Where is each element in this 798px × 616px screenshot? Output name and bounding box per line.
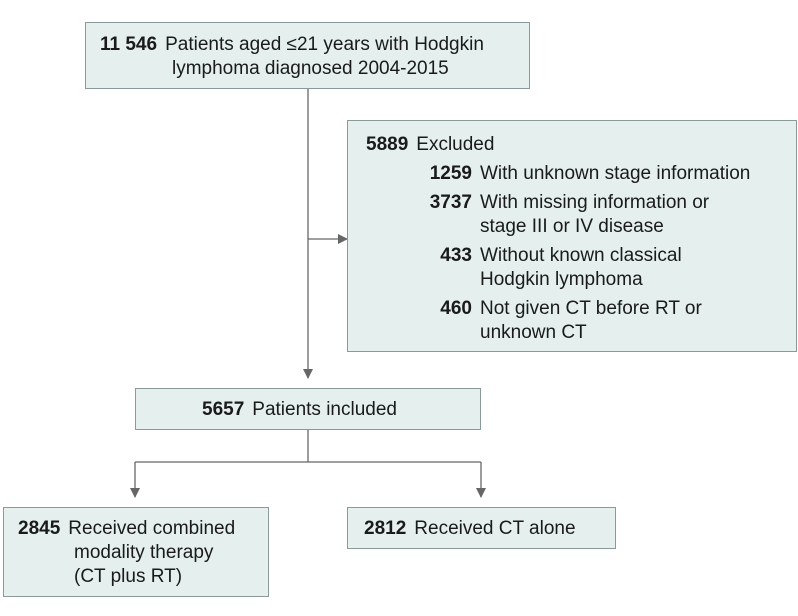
combined-therapy-text-line2: modality therapy [74,542,214,563]
excluded-box: 5889 Excluded 1259 With unknown stage in… [347,120,797,352]
eligible-text-line2: lymphoma diagnosed 2004-2015 [172,58,449,79]
excluded-label: Excluded [416,134,495,155]
excluded-item-count: 433 [440,245,472,266]
excluded-item-text-line2: Hodgkin lymphoma [480,269,643,290]
excluded-item-text: With unknown stage information [480,163,751,184]
excluded-item-count: 1259 [429,163,472,184]
ct-alone-text: Received CT alone [414,518,576,539]
combined-therapy-box: 2845 Received combined modality therapy … [3,507,269,597]
eligible-count: 11 546 [100,34,158,55]
ct-alone-box: 2812 Received CT alone [347,507,616,549]
combined-therapy-text-line3: (CT plus RT) [74,566,183,587]
excluded-item-text: Not given CT before RT or [480,298,702,319]
excluded-count: 5889 [366,134,409,155]
ct-alone-count: 2812 [364,518,407,539]
excluded-item-text: Without known classical [480,245,682,266]
excluded-item-text-line2: unknown CT [480,322,587,343]
included-text: Patients included [252,399,397,420]
excluded-item-count: 460 [440,298,472,319]
excluded-item-text-line2: stage III or IV disease [480,216,664,237]
eligible-text-line1: Patients aged ≤21 years with Hodgkin [165,34,484,55]
combined-therapy-count: 2845 [18,518,61,539]
eligible-patients-box: 11 546 Patients aged ≤21 years with Hodg… [85,22,530,89]
included-box: 5657 Patients included [135,388,481,430]
excluded-item-count: 3737 [429,192,472,213]
included-count: 5657 [202,399,245,420]
excluded-item-text: With missing information or [480,192,710,213]
combined-therapy-text-line1: Received combined [68,518,236,539]
